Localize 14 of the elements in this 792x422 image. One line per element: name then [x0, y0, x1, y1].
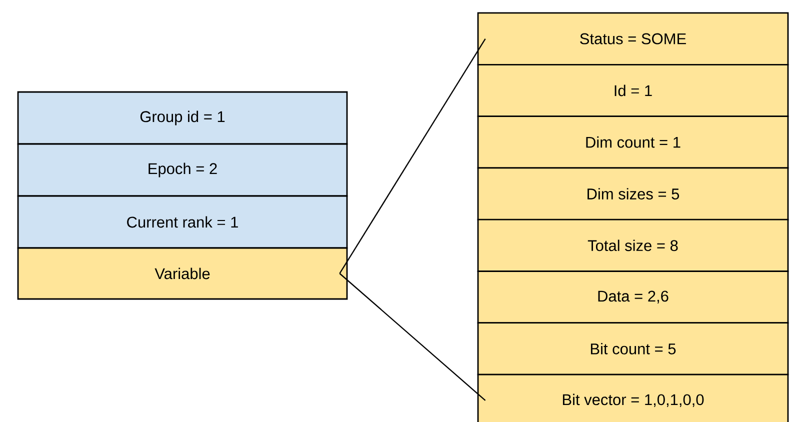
table-cell: Bit vector = 1,0,1,0,0 — [477, 374, 789, 422]
table-cell: Dim sizes = 5 — [477, 167, 789, 220]
table-cell: Bit count = 5 — [477, 322, 789, 376]
table-cell: Data = 2,6 — [477, 270, 789, 324]
table-cell: Variable — [17, 247, 348, 300]
table-cell: Epoch = 2 — [17, 143, 348, 197]
zoom-line — [339, 38, 486, 274]
table-cell: Current rank = 1 — [17, 195, 348, 249]
table-cell: Id = 1 — [477, 64, 789, 117]
table-cell: Total size = 8 — [477, 218, 789, 272]
table-cell: Status = SOME — [477, 12, 789, 66]
zoom-line — [339, 273, 486, 401]
table-cell: Dim count = 1 — [477, 116, 789, 169]
table-cell: Group id = 1 — [17, 91, 348, 145]
